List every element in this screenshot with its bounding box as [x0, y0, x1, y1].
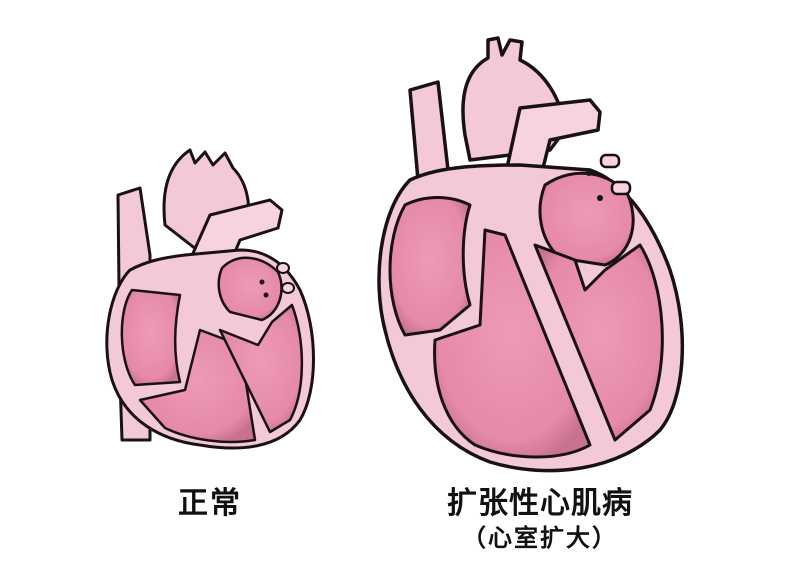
dilated-cardiomyopathy-label: 扩张性心肌病: [447, 486, 633, 521]
dilated-heart-illustration: [377, 36, 685, 473]
dilated-right-atrium: [388, 196, 472, 337]
normal-left-atrium: [217, 256, 283, 322]
dilated-left-ventricle: [533, 243, 664, 442]
ventricular-enlargement-sublabel: （心室扩大）: [462, 524, 618, 552]
normal-heart-label: 正常: [178, 486, 242, 521]
normal-right-atrium: [120, 288, 182, 387]
dilated-right-ventricle: [433, 228, 592, 459]
normal-heart-illustration: [105, 148, 315, 450]
normal-left-ventricle: [218, 303, 304, 434]
dilated-vena-cava: [408, 80, 450, 182]
